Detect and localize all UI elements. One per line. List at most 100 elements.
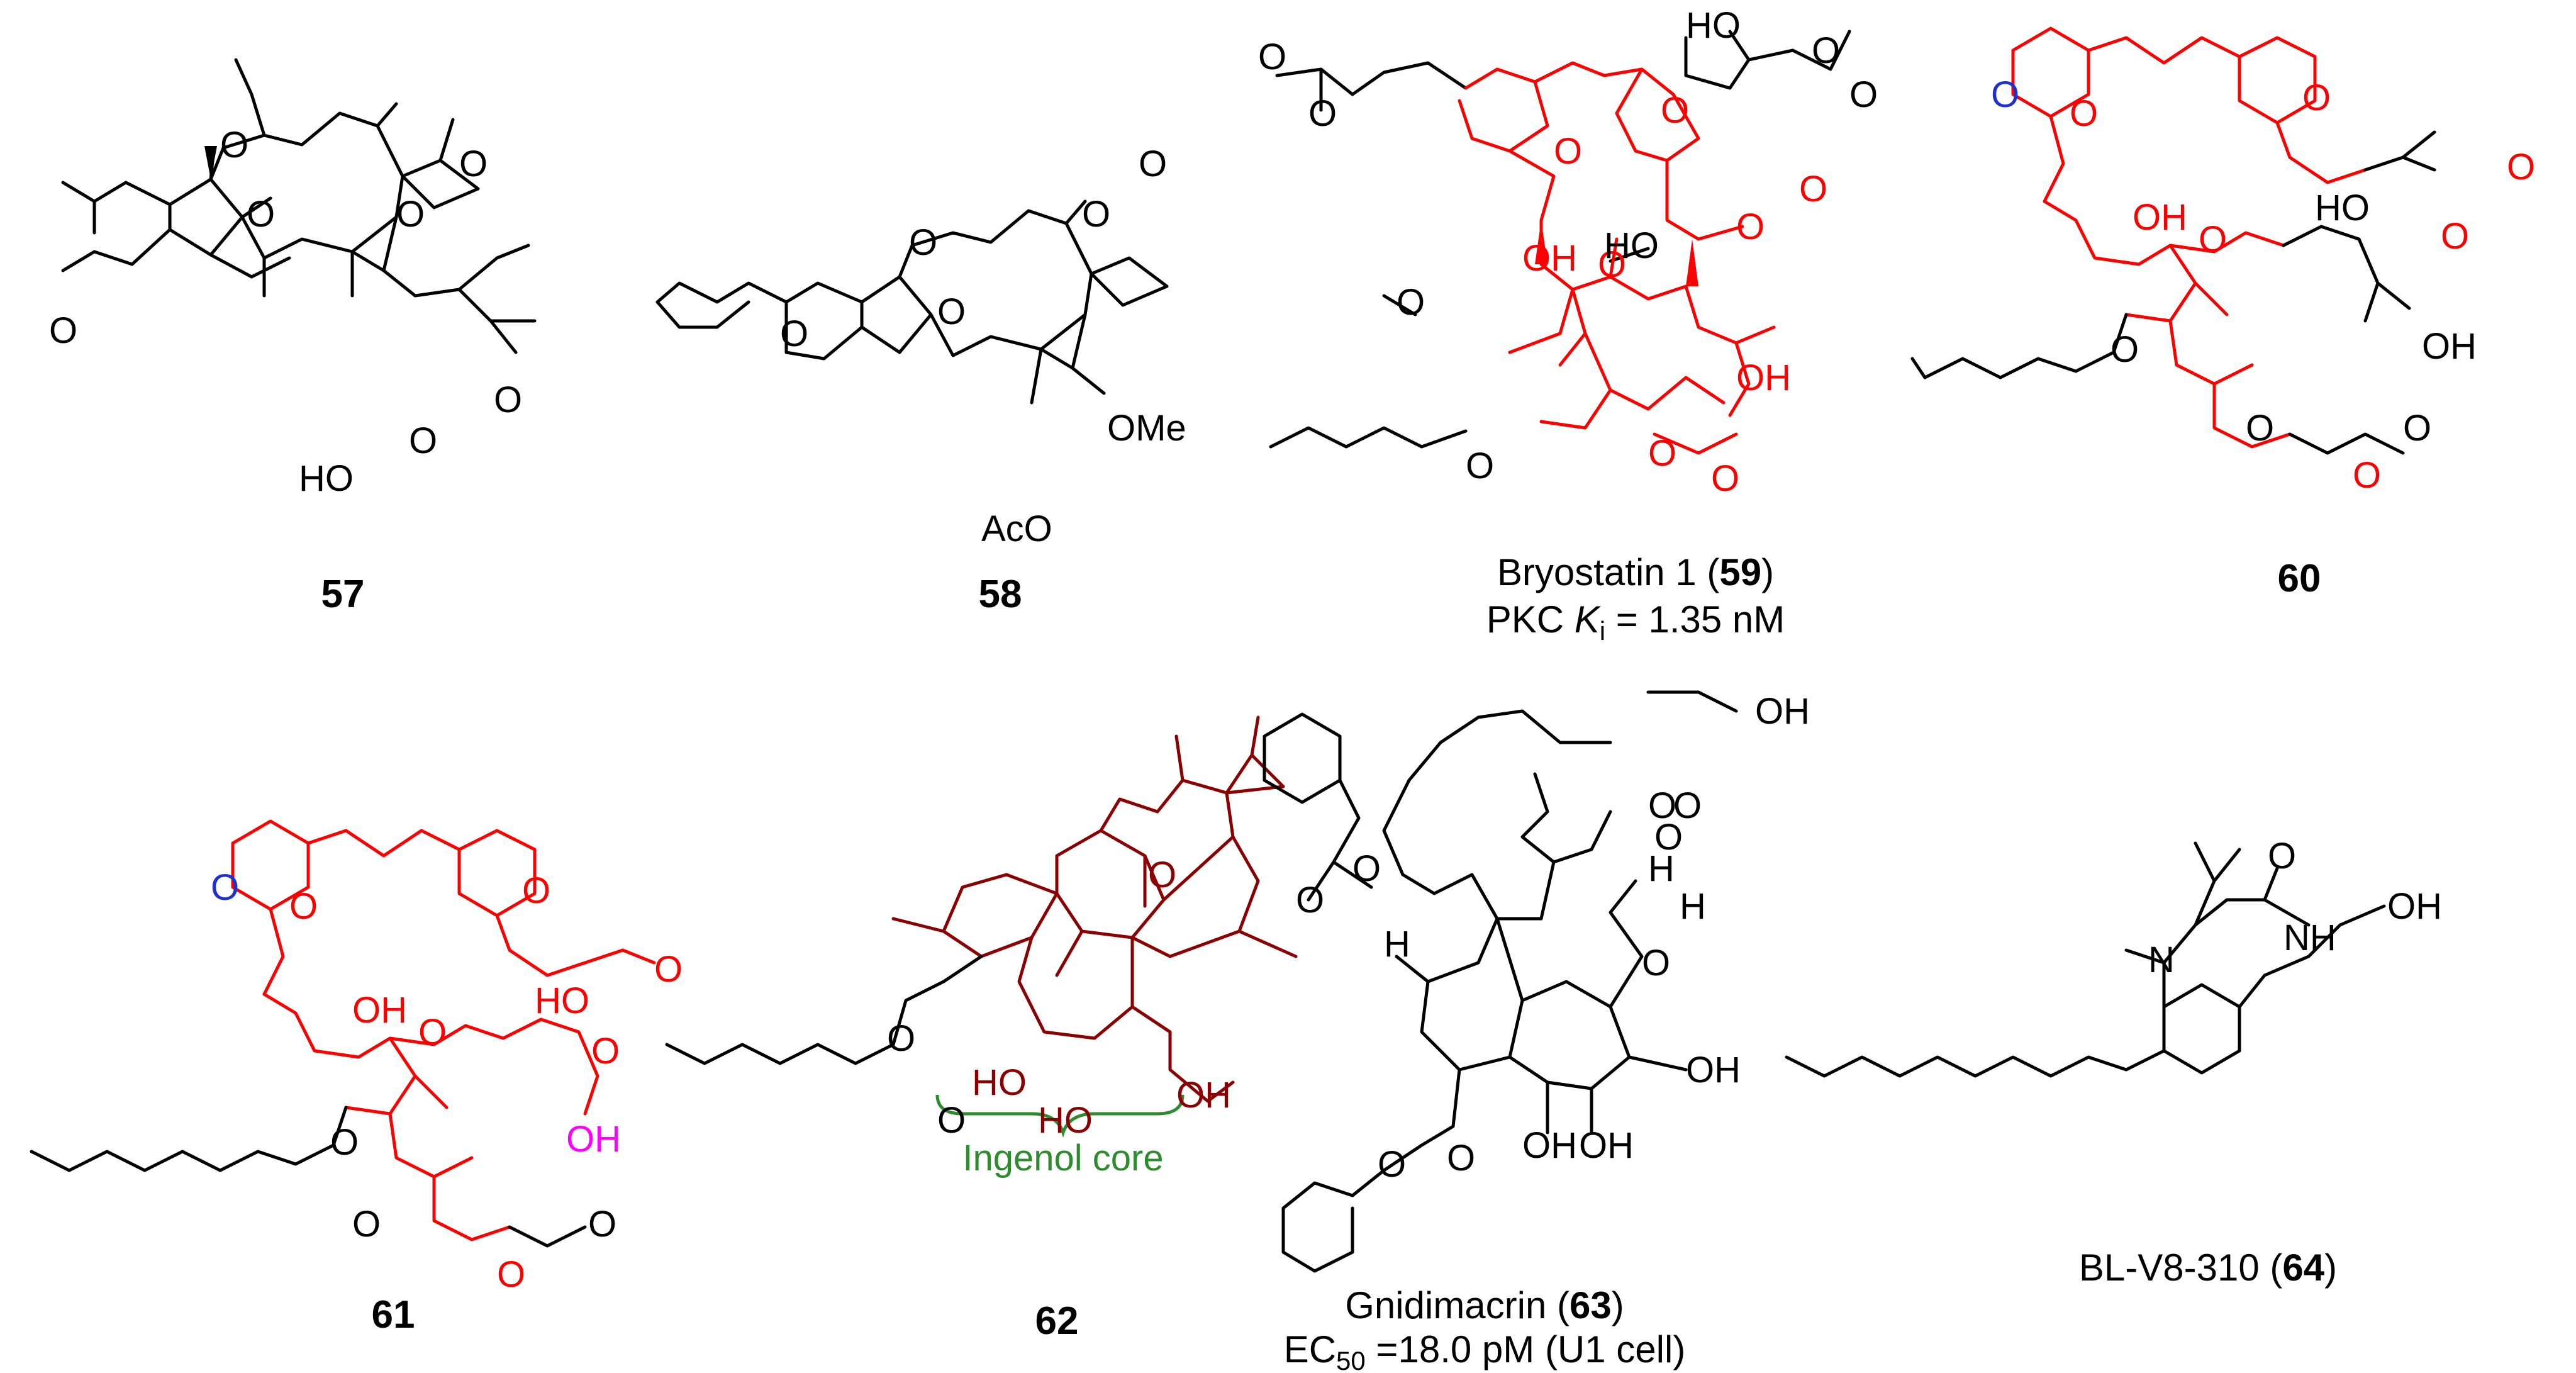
c61-o-ester: O (330, 1122, 359, 1163)
c62-number: 62 (1035, 1299, 1079, 1343)
c59-bonds-black (1269, 30, 1851, 449)
c58-o-ketone: O (909, 222, 937, 263)
c64-name: BL-V8-310 (64) (2079, 1247, 2337, 1289)
c58-bonds (655, 199, 1169, 405)
compound-60: O O O HO OH O O O OH O O O O 60 (1910, 26, 2535, 600)
c57-number: 57 (321, 573, 365, 616)
c62-o-ketone: O (1148, 855, 1176, 895)
c61-o-bot-c: O (497, 1254, 525, 1295)
c59-o-octa: O (1397, 282, 1425, 323)
c63-h3: H (1384, 924, 1410, 965)
compound-64: O NH N OH BL-V8-310 (64) (1785, 836, 2442, 1289)
c59-o-ester-b: O (1648, 433, 1676, 474)
c63-o-bz2: O (1447, 1138, 1475, 1179)
c60-o-lactone-c: O (2507, 147, 2535, 188)
c57-o-acetyl-c: O (459, 143, 488, 184)
c63-bonds (1263, 690, 1738, 1273)
c63-name: Gnidimacrin (63) (1345, 1284, 1624, 1326)
c57-o-acetyl: O (396, 194, 425, 235)
c63-o-orth3: O (1654, 817, 1683, 858)
compound-58: O O O AcO OMe O O 58 (655, 143, 1186, 616)
c61-o-mid-ring: O (418, 1012, 447, 1053)
c62-chain (665, 955, 983, 1065)
c62-oh: OH (1176, 1075, 1231, 1116)
compound-63: OH O O O H H H O O O OH OH OH O O Gnidim… (1263, 690, 1810, 1373)
c58-o-acetyl: O (1082, 194, 1110, 235)
c64-nh: NH (2283, 917, 2336, 958)
c60-o-thp: O (2302, 77, 2331, 118)
c61-bonds-red (231, 819, 656, 1241)
c57-bonds (61, 58, 537, 354)
c63-h1: H (1648, 848, 1675, 889)
c60-o-lactone: O (2441, 216, 2469, 257)
c59-o-lactone-c: O (1799, 169, 1827, 210)
c63-o-bz1: O (1352, 848, 1381, 889)
c63-oh1: OH (1522, 1125, 1577, 1166)
c61-o-lactone-c: O (654, 949, 683, 990)
c57-wedge (204, 146, 217, 179)
c61-ho: HO (535, 980, 589, 1021)
c63-oh3: OH (1686, 1050, 1741, 1090)
c63-h2: H (1680, 886, 1706, 927)
c62-core-brace (935, 1094, 1185, 1138)
c60-bonds-black (1910, 130, 2436, 455)
c58-o-side: O (780, 313, 808, 354)
c61-o-lactone: O (591, 1031, 620, 1072)
c61-oh-magenta: OH (566, 1119, 621, 1160)
c59-wedge-2 (1686, 239, 1698, 286)
c57-o-ester: O (409, 420, 437, 461)
c59-oh-mid: OH (1522, 238, 1577, 279)
c63-o-bz2c: O (1378, 1144, 1406, 1185)
c60-o-mid-ring: O (2199, 219, 2227, 260)
c60-number: 60 (2278, 557, 2321, 600)
c62-core-label: Ingenol core (962, 1138, 1163, 1179)
c59-o-acetyl: O (1812, 30, 1840, 71)
compound-62: O O O HO HO OH Ingenol core 62 (665, 715, 1298, 1343)
c61-o-dioxane: O (289, 886, 318, 927)
c59-activity: PKC Ki = 1.35 nM (1486, 598, 1785, 646)
c57-o-ketone: O (220, 125, 248, 165)
c60-o-ester: O (2110, 329, 2139, 370)
c60-o-bot: O (2403, 408, 2431, 449)
c63-o-orth1: O (1648, 785, 1676, 826)
c62-ho-1: HO (972, 1062, 1027, 1103)
c62-o-ester: O (887, 1018, 915, 1059)
c59-o-ester-lc: O (1308, 93, 1337, 134)
compound-57: O O O HO O O O O 57 (49, 58, 537, 616)
c62-ho-2: HO (1038, 1100, 1093, 1141)
c59-ho-right: HO (1604, 225, 1659, 266)
c63-o-epox: O (1642, 943, 1670, 984)
c63-o-bz1c: O (1296, 880, 1324, 921)
c58-ome: OMe (1107, 408, 1186, 449)
c57-o-epoxide: O (247, 194, 275, 235)
c60-o-bot-c: O (2353, 455, 2381, 496)
c61-o-bot: O (588, 1204, 616, 1245)
c64-oh: OH (2387, 886, 2442, 927)
c58-o-acetyl-c: O (1139, 143, 1167, 184)
c64-n: N (2148, 939, 2175, 980)
c59-name: Bryostatin 1 (59) (1497, 551, 1774, 593)
c59-o-acetyl-c: O (1849, 74, 1878, 115)
c57-o-side: O (49, 310, 77, 351)
c59-oh-bottom: OH (1736, 357, 1791, 398)
compound-61: O O O HO OH O O O OH O O O O 61 (30, 819, 683, 1337)
c60-o-ester-c: O (2246, 408, 2274, 449)
c57-ho: HO (299, 458, 354, 499)
c59-o-ester-bc: O (1711, 458, 1739, 499)
c63-oh2: OH (1579, 1125, 1634, 1166)
compound-59: HO O O O O O O OH O HO O O OH O O O O Br… (1258, 5, 1878, 646)
c64-bonds (1785, 841, 2386, 1078)
c63-oh-top: OH (1755, 691, 1810, 732)
c58-aco: AcO (981, 508, 1052, 549)
c57-o-carbonyl: O (494, 379, 522, 420)
c60-oh-mid: OH (2133, 197, 2187, 238)
c62-o-ester-c: O (937, 1100, 966, 1141)
c60-o-dioxane: O (2070, 93, 2098, 134)
c61-number: 61 (372, 1293, 415, 1337)
c59-o-octa-c: O (1466, 446, 1494, 486)
c60-bonds-red (2011, 26, 2367, 449)
c61-bonds-black (30, 1106, 587, 1248)
c59-o-top-ring: O (1661, 90, 1689, 131)
c63-activity: EC50 =18.0 pM (U1 cell) (1284, 1328, 1686, 1373)
c58-o-epoxide: O (937, 291, 966, 332)
